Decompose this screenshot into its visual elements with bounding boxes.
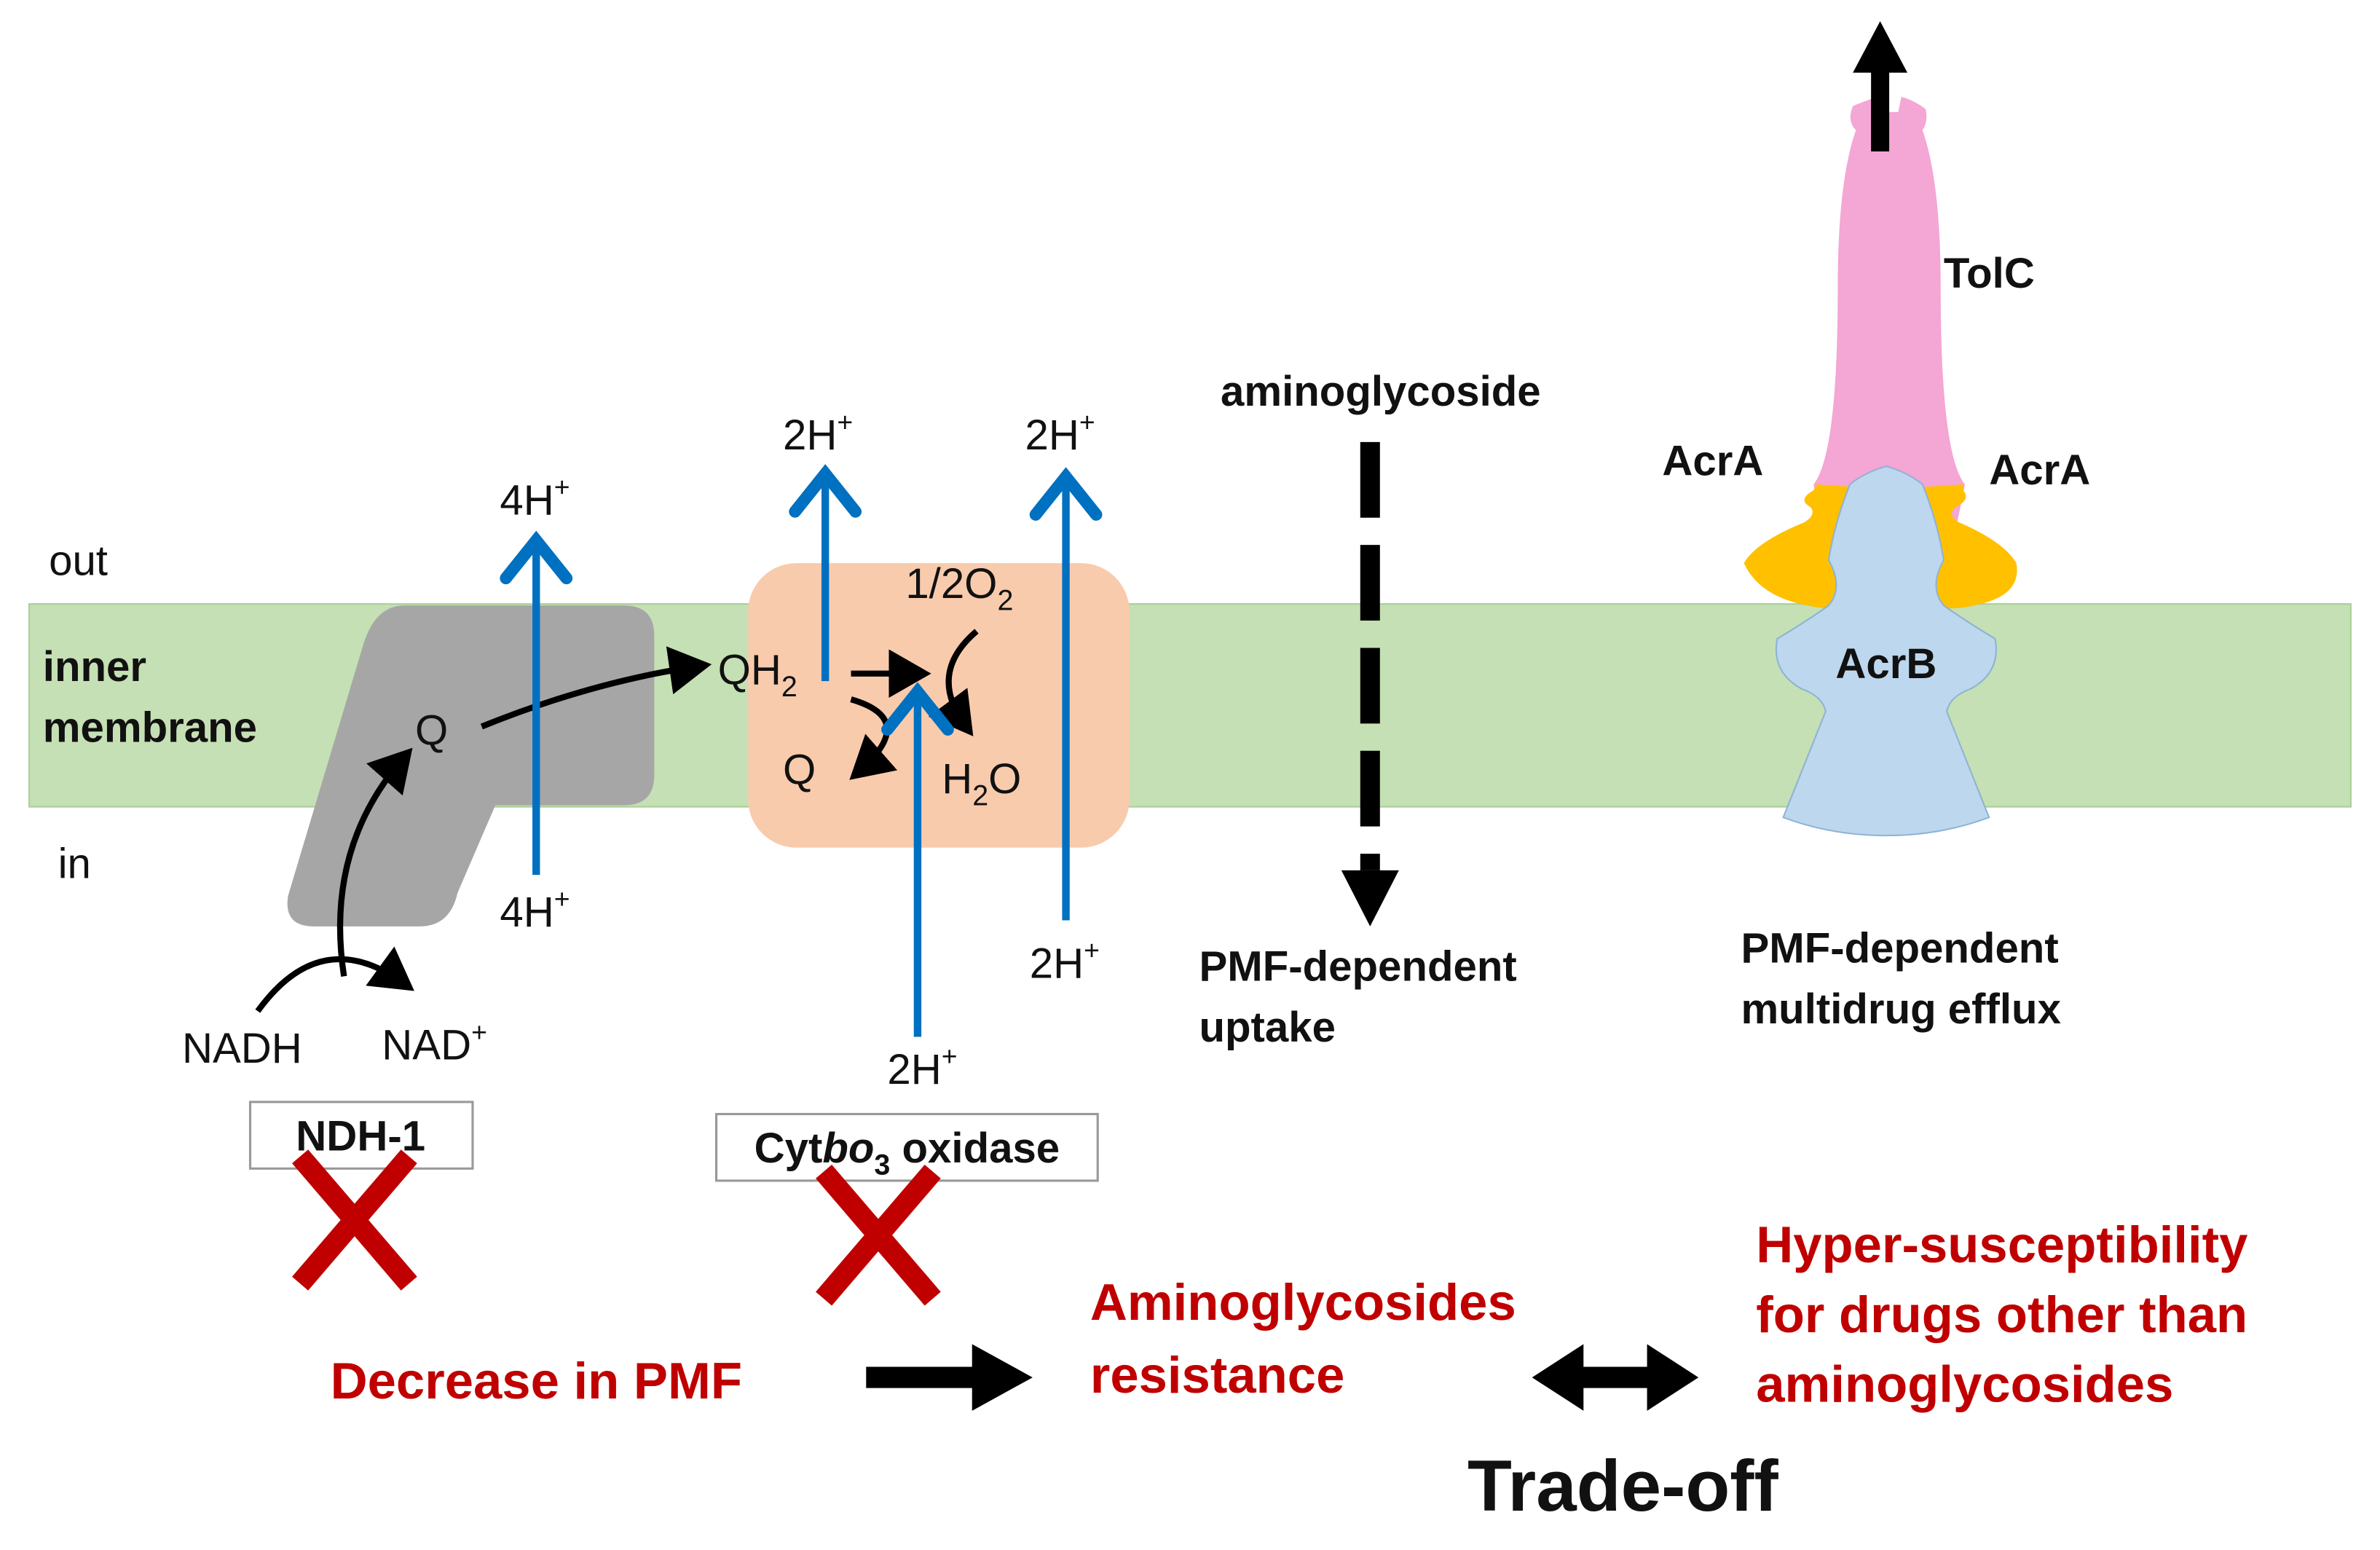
qh2-label: QH2 [718, 646, 797, 703]
efflux-label-1: PMF-dependent [1741, 925, 2058, 972]
membrane-label-1: inner [43, 643, 146, 691]
o2-label: 1/2O2 [905, 560, 1013, 617]
cause-effect-arrow-icon [866, 1344, 1033, 1411]
uptake-label-2: uptake [1199, 1004, 1336, 1051]
q-to-qh2-arrow [480, 646, 712, 730]
ndh1-label: NDH-1 [296, 1112, 425, 1160]
membrane-label-2: membrane [43, 704, 257, 751]
acrb-label: AcrB [1835, 640, 1936, 688]
out-label: out [49, 538, 108, 585]
cytbo3-q-label: Q [783, 746, 816, 793]
o2-reduction-arrow [928, 629, 979, 736]
cytbo3-protons-out-2: 2H+ [1025, 406, 1095, 459]
aminoglycoside-label: aminoglycoside [1221, 368, 1541, 415]
nadh-label: NADH [182, 1025, 302, 1072]
ndh1-protons-in: 4H+ [500, 884, 570, 936]
nadh-oxidation-arrow [255, 946, 414, 1013]
uptake-label-1: PMF-dependent [1199, 943, 1516, 991]
ndh1-protons-out: 4H+ [500, 472, 570, 524]
nad-label: NAD+ [382, 1017, 487, 1069]
cytbo3-complex: QH2 Q 1/2O2 H2O 2H+ 2H+ 2H+ 2H+ [718, 406, 1130, 1093]
ndh1-complex: Q NADH NAD+ 4H+ 4H+ [182, 472, 712, 1072]
tradeoff-double-arrow-icon [1532, 1344, 1699, 1411]
decrease-pmf-text: Decrease in PMF [331, 1352, 742, 1409]
tradeoff-label: Trade-off [1467, 1446, 1778, 1527]
cytbo3-protons-in-chem: 2H+ [887, 1041, 957, 1093]
ndh1-label-box [248, 1101, 474, 1170]
acra-left-label: AcrA [1662, 438, 1763, 485]
tolc-channel [1813, 97, 1965, 591]
hypersusceptibility-text-2: for drugs other than [1756, 1286, 2247, 1343]
resistance-text-2: resistance [1090, 1346, 1345, 1404]
efflux-arrow-icon [1853, 21, 1908, 152]
cytbo3-protons-in-pump: 2H+ [1030, 935, 1100, 988]
efflux-label-2: multidrug efflux [1741, 986, 2061, 1033]
nadh-to-q-arrow [336, 747, 413, 977]
cytbo3-knockout-cross-icon [816, 1165, 941, 1306]
h2o-label: H2O [942, 755, 1021, 812]
resistance-text-1: Aminoglycosides [1090, 1273, 1516, 1331]
acra-right [1914, 484, 2017, 609]
acra-right-label: AcrA [1989, 446, 2090, 494]
uptake-arrowhead-icon [1341, 870, 1399, 927]
in-label: in [58, 840, 91, 887]
tolc-label: TolC [1944, 250, 2035, 297]
acrb-transporter [1775, 465, 1997, 837]
hypersusceptibility-text-3: aminoglycosides [1756, 1355, 2173, 1412]
acrab-tolc-pump [1743, 21, 2017, 837]
ndh1-knockout-cross-icon [292, 1149, 417, 1291]
ndh1-quinone: Q [415, 707, 448, 754]
cytbo3-label: Cytbo3 oxidase [754, 1125, 1060, 1181]
cytbo3-label-box [714, 1112, 1099, 1182]
cytbo3-protons-out-1: 2H+ [783, 406, 853, 459]
hypersusceptibility-text-1: Hyper-susceptibility [1756, 1216, 2247, 1273]
